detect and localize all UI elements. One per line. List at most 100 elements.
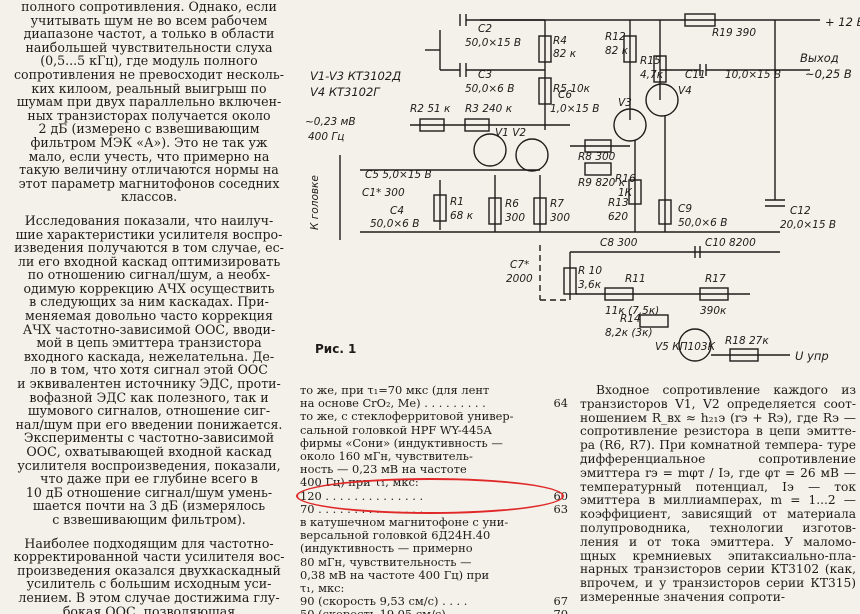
label-r17-value: 390к — [700, 305, 727, 317]
label-c6: C6 — [558, 89, 572, 101]
row-value: 63 — [553, 501, 569, 516]
text-line: Наиболее подходящим для частотно- — [24, 535, 274, 551]
text-line: 2 дБ (измерено с взвешивающим — [38, 121, 260, 137]
row-text: 80 мГн, чувствительность — — [300, 554, 472, 569]
row-text: (индуктивность — примерно — [300, 541, 473, 556]
text-line: полупроводника, технологии изготов- — [580, 520, 856, 535]
row-value: 70 — [554, 608, 569, 614]
figure-caption: Рис. 1 — [315, 342, 357, 356]
label-supply: + 12 В — [825, 15, 860, 29]
text-line: фильтром МЭК «А»). Это не так уж — [30, 134, 268, 150]
text-line: сопротивление резистора в цепи эмитте- — [580, 424, 856, 439]
text-line: сопротивления не превосходит несколь- — [13, 66, 285, 82]
row-text: версальной головкой 6Д24Н.40 — [300, 528, 491, 543]
row-text: 50 (скорость 19,05 см/с) . . . . — [300, 608, 475, 614]
paragraph: Наиболее подходящим для частотно-коррект… — [8, 535, 290, 614]
row-text: фирмы «Сони» (индуктивность — — [300, 435, 503, 450]
text-line: Входное сопротивление каждого из — [596, 384, 856, 397]
label-r11-value: 11к (7,5к) — [605, 305, 659, 317]
text-line: эмиттера в миллиамперах, m = 1...2 — — [580, 493, 856, 508]
paragraph: Входное сопротивление каждого из транзис… — [580, 384, 856, 605]
label-head: К головке — [309, 175, 321, 230]
text-line: бокая ООС, позволяющая — [62, 603, 236, 614]
label-r14: R14 — [620, 313, 641, 325]
text-line: входного каскада, нежелательна. Де- — [23, 348, 275, 364]
label-transistor-v4: V4 КТ3102Г — [310, 85, 381, 99]
label-c2-value: 50,0×15 В — [465, 37, 521, 49]
label-output-level: ~0,25 В — [805, 67, 852, 81]
label-r8: R8 300 — [578, 151, 616, 163]
text-line: ких килоом, реальный выигрыш по — [31, 80, 267, 96]
row-text: 90 (скорость 9,53 см/с) . . . . — [300, 594, 468, 609]
label-r19: R19 390 — [712, 27, 756, 39]
label-r14-value: 8,2к (3к) — [605, 327, 653, 339]
text-line: изведения получаются в том случае, ес- — [14, 240, 284, 256]
label-output: Выход — [800, 51, 839, 65]
row-text: то же, при τ₁=70 мкс (для лент — [300, 384, 490, 397]
text-line: шие характеристики усилителя воспро- — [15, 226, 283, 242]
label-c11: C11 — [685, 69, 706, 81]
text-line: АЧХ частотно-зависимой ООС, вводи- — [22, 321, 276, 337]
text-line: ло в том, что хотя сигнал этой ООС — [30, 362, 268, 378]
text-line: произведения оказался двухкаскадный — [17, 562, 281, 578]
label-r7: R7 — [550, 198, 564, 210]
label-c5: C5 5,0×15 В — [365, 169, 432, 181]
label-r12-value: 82 к — [605, 45, 629, 57]
text-line: в следующих за ним каскадах. При- — [29, 294, 269, 310]
text-line: мало, если учесть, что примерно на — [28, 148, 270, 164]
text-line: туре дифференциальное сопротивление — [580, 438, 856, 466]
label-c8: C8 300 — [600, 237, 638, 249]
label-r6-value: 300 — [505, 212, 525, 224]
label-r13: R13 — [608, 197, 629, 209]
label-c3-value: 50,0×6 В — [465, 83, 514, 95]
label-control: U упр — [795, 349, 829, 363]
text-line: ных транзисторах получается около — [27, 107, 271, 123]
text-line: шумового сигналов, отношение сиг- — [27, 403, 271, 419]
table-row: то же, при τ₁=70 мкс (для лент — [300, 384, 568, 397]
label-v5: V5 КП103К — [655, 341, 716, 353]
label-r4-value: 82 к — [553, 48, 577, 60]
row-text: на основе CrO₂, Ме) . . . . . . . . . — [300, 396, 486, 411]
row-text: τ₁, мкс: — [300, 581, 345, 596]
label-r11: R11 — [625, 273, 646, 285]
table-row: τ₁, мкс: — [300, 581, 568, 596]
label-c4-value: 50,0×6 В — [370, 218, 419, 230]
label-c10: C10 8200 — [705, 237, 756, 249]
label-c1: C1* 300 — [362, 187, 405, 199]
label-r2: R2 51 к — [410, 103, 451, 115]
text-line: классов. — [120, 189, 178, 205]
label-r6: R6 — [505, 198, 519, 210]
label-r10: R 10 — [578, 265, 602, 277]
table-row: фирмы «Сони» (индуктивность — — [300, 435, 568, 450]
highlight-annotation — [296, 478, 564, 514]
row-value: 64 — [553, 396, 569, 411]
text-line: Исследования показали, что наилуч- — [24, 212, 274, 228]
label-c7-value: 2000 — [506, 273, 533, 285]
label-r12: R12 — [605, 31, 626, 43]
label-input-level: ~0,23 мВ — [305, 116, 356, 128]
text-line: (как, впрочем, и у транзисторов серии — [580, 562, 856, 591]
right-text-column: Входное сопротивление каждого из транзис… — [580, 384, 856, 614]
text-line: усилитель с большим исходным уси- — [26, 576, 272, 592]
row-text: то же, с стеклоферритовой универ- — [300, 409, 514, 424]
text-line: нарных транзисторов серии КТ3102 — [580, 562, 820, 577]
label-c2: C2 — [478, 23, 492, 35]
text-line: 10 дБ отношение сигнал/шум умень- — [25, 484, 273, 500]
text-line: лением. В этом случае достижима глу- — [18, 589, 280, 605]
text-line: с взвешивающим фильтром). — [52, 511, 246, 527]
text-line: что даже при ее глубине всего в — [40, 471, 258, 487]
text-line: шумам при двух параллельно включен- — [16, 94, 282, 110]
text-line: шается почти на 3 дБ (измерялось — [32, 498, 266, 514]
label-c7: C7* — [510, 259, 529, 271]
label-r15: R15 — [640, 55, 661, 67]
paragraph: Исследования показали, что наилуч-шие ха… — [8, 214, 290, 527]
table-row: 80 мГн, чувствительность — — [300, 554, 568, 569]
text-line: вофазной ЭДС как полезного, так и — [29, 389, 269, 405]
label-r1: R1 — [450, 196, 464, 208]
text-line: наибольшей чувствительности слуха — [25, 39, 273, 55]
label-c6-value: 1,0×15 В — [550, 103, 599, 115]
text-line: эмиттера rэ = mφт / Iэ, где φт = 26 мВ — — [580, 465, 856, 480]
text-line: Эксперименты с частотно-зависимой — [23, 430, 275, 446]
text-line: мой в цепь эмиттера транзистора — [36, 335, 262, 351]
